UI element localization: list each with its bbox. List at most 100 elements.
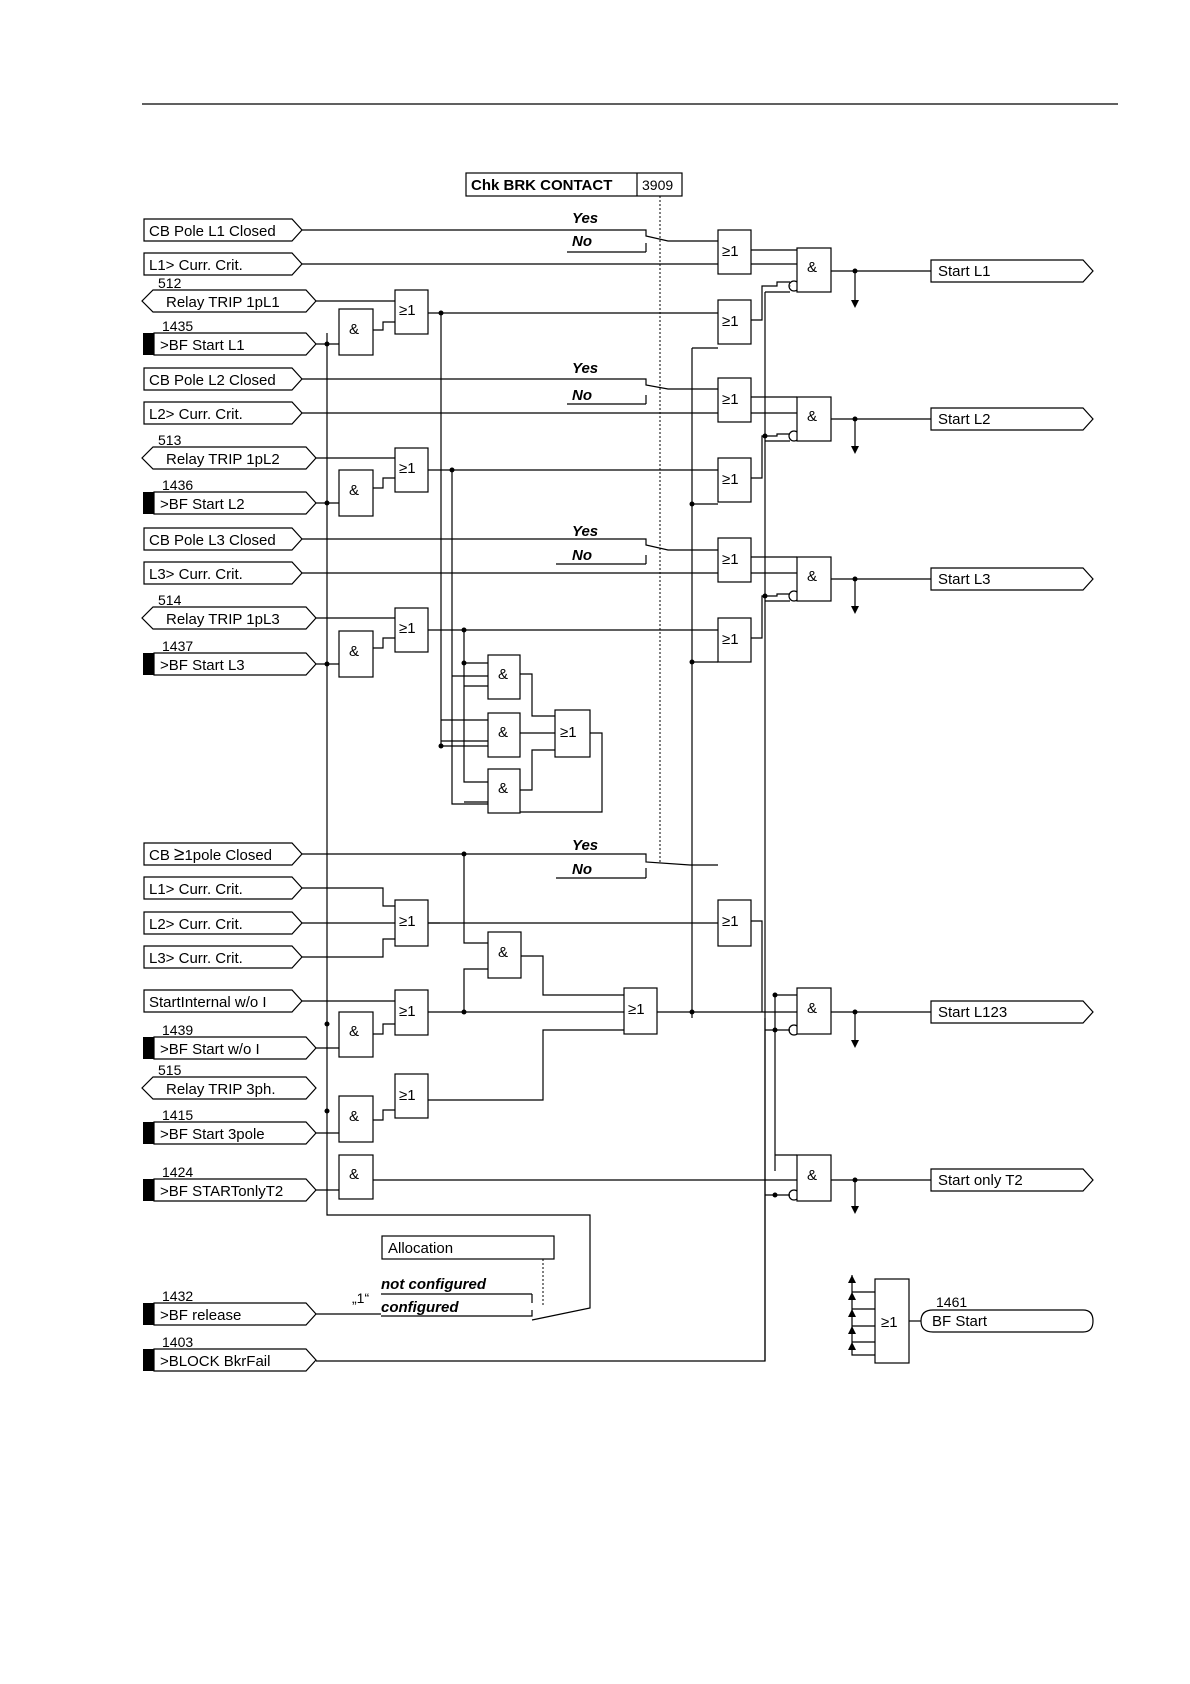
setting-box: Chk BRK CONTACT 3909 — [465, 172, 683, 197]
gate-and-l2: & — [796, 396, 832, 442]
svg-text:&: & — [349, 1023, 359, 1040]
svg-text:Start L123: Start L123 — [938, 1004, 1007, 1021]
svg-text:≥1: ≥1 — [722, 313, 739, 330]
svg-text:CB Pole L1 Closed: CB Pole L1 Closed — [149, 223, 276, 240]
svg-text:>BF Start L1: >BF Start L1 — [160, 337, 245, 354]
svg-text:≥1: ≥1 — [399, 460, 416, 477]
svg-text:≥1: ≥1 — [722, 631, 739, 648]
input-bf-t2: 1424>BF STARTonlyT2 — [143, 1164, 317, 1202]
svg-text:Yes: Yes — [572, 210, 598, 227]
svg-text:≥1: ≥1 — [399, 620, 416, 637]
gate-and-2of3-b: & — [487, 712, 521, 758]
svg-text:&: & — [498, 666, 508, 683]
constant-one: „1“ — [352, 1290, 369, 1306]
svg-text:StartInternal w/o I: StartInternal w/o I — [149, 994, 267, 1011]
output-start-l2: Start L2 — [930, 407, 1094, 431]
svg-text:&: & — [807, 1000, 817, 1017]
svg-text:>BF Start L3: >BF Start L3 — [160, 657, 245, 674]
input-bf-l3: 1437 >BF Start L3 — [143, 638, 317, 676]
svg-text:>BF Start 3pole: >BF Start 3pole — [160, 1126, 265, 1143]
gate-and-t2: & — [796, 1154, 832, 1202]
svg-text:L2> Curr. Crit.: L2> Curr. Crit. — [149, 406, 243, 423]
svg-text:Relay TRIP 3ph.: Relay TRIP 3ph. — [166, 1081, 276, 1098]
svg-text:≥1: ≥1 — [560, 724, 577, 741]
output-taps — [851, 268, 859, 1214]
svg-text:≥1: ≥1 — [399, 913, 416, 930]
svg-text:515: 515 — [158, 1062, 182, 1078]
svg-text:No: No — [572, 547, 592, 564]
gate-and-l1: & — [796, 247, 832, 293]
input-crit-l1b: L1> Curr. Crit. — [143, 876, 303, 900]
svg-text:≥1: ≥1 — [399, 1003, 416, 1020]
svg-text:&: & — [349, 643, 359, 660]
svg-text:≥1: ≥1 — [722, 551, 739, 568]
wires-l1 — [302, 229, 931, 345]
svg-text:L1> Curr. Crit.: L1> Curr. Crit. — [149, 257, 243, 274]
svg-text:≥1: ≥1 — [722, 471, 739, 488]
input-bf-3pole: 1415>BF Start 3pole — [143, 1107, 317, 1145]
svg-text:No: No — [572, 387, 592, 404]
option-configured: configured — [381, 1299, 459, 1316]
gate-and-bf-l2: & — [338, 469, 374, 517]
svg-text:1403: 1403 — [162, 1334, 193, 1350]
gate-or-trip-3ph: ≥1 — [394, 1073, 429, 1119]
output-bf-start — [920, 1309, 1094, 1333]
svg-text:&: & — [498, 944, 508, 961]
svg-text:Relay TRIP 1pL3: Relay TRIP 1pL3 — [166, 611, 280, 628]
svg-text:Yes: Yes — [572, 360, 598, 377]
input-cb-l2: CB Pole L2 Closed — [143, 367, 303, 391]
input-crit-l2: L2> Curr. Crit. — [143, 401, 303, 425]
gate-or-2of3: ≥1 — [554, 709, 591, 758]
gate-and-bf-woi: & — [338, 1011, 374, 1058]
svg-text:&: & — [349, 1166, 359, 1183]
gate-or-trip-l1: ≥1 — [394, 289, 429, 335]
svg-text:&: & — [349, 1108, 359, 1125]
svg-text:&: & — [349, 321, 359, 338]
input-cb-l3: CB Pole L3 Closed — [143, 527, 303, 551]
svg-text:1437: 1437 — [162, 638, 193, 654]
output-start-t2: Start only T2 — [930, 1168, 1094, 1192]
svg-text:&: & — [807, 408, 817, 425]
gate-or-l3-a: ≥1 — [717, 537, 752, 583]
bf-start-number: 1461 — [936, 1294, 967, 1310]
gate-or-3pole-sel: ≥1 — [717, 899, 752, 947]
input-start-internal: StartInternal w/o I — [143, 989, 303, 1013]
option-not-configured: not configured — [381, 1276, 487, 1293]
svg-text:1439: 1439 — [162, 1022, 193, 1038]
svg-text:Relay TRIP 1pL2: Relay TRIP 1pL2 — [166, 451, 280, 468]
gate-or-trip-l2: ≥1 — [394, 447, 429, 493]
gate-or-trip-l3: ≥1 — [394, 607, 429, 653]
svg-text:≥1: ≥1 — [628, 1001, 645, 1018]
switch-l2: Yes No — [567, 360, 647, 405]
input-crit-l3: L3> Curr. Crit. — [143, 561, 303, 585]
gate-and-bf-3pole: & — [338, 1095, 374, 1143]
switch-l3: Yes No — [556, 523, 647, 565]
input-cb-l1: CB Pole L1 Closed — [143, 218, 303, 242]
input-bf-woi: 1439>BF Start w/o I — [143, 1022, 317, 1060]
gate-or-l2-b: ≥1 — [717, 457, 752, 503]
output-start-l3: Start L3 — [930, 567, 1094, 591]
allocation-block: Allocation not configured „1“ configured — [316, 1235, 555, 1317]
svg-text:Yes: Yes — [572, 837, 598, 854]
gate-and-bf-l3: & — [338, 630, 374, 678]
svg-text:L3> Curr. Crit.: L3> Curr. Crit. — [149, 950, 243, 967]
svg-text:≥1: ≥1 — [722, 913, 739, 930]
input-cb-1pole: CB ≥1pole Closed — [143, 842, 303, 866]
output-start-l123: Start L123 — [930, 1000, 1094, 1024]
input-bf-l1: 1435>BF Start L1 — [143, 318, 317, 356]
svg-text:L2> Curr. Crit.: L2> Curr. Crit. — [149, 916, 243, 933]
gate-and-l123: & — [796, 987, 832, 1035]
output-start-l1: Start L1 — [930, 259, 1094, 283]
svg-text:&: & — [498, 780, 508, 797]
gate-or-start-int: ≥1 — [394, 989, 429, 1036]
svg-text:&: & — [807, 259, 817, 276]
bf-start-block: ≥1 1461 BF Start — [848, 1275, 1094, 1364]
svg-text:Start L1: Start L1 — [938, 263, 991, 280]
gate-and-l3: & — [796, 556, 832, 602]
svg-text:1432: 1432 — [162, 1288, 193, 1304]
input-block-bkrfail: 1403>BLOCK BkrFail — [143, 1334, 317, 1372]
